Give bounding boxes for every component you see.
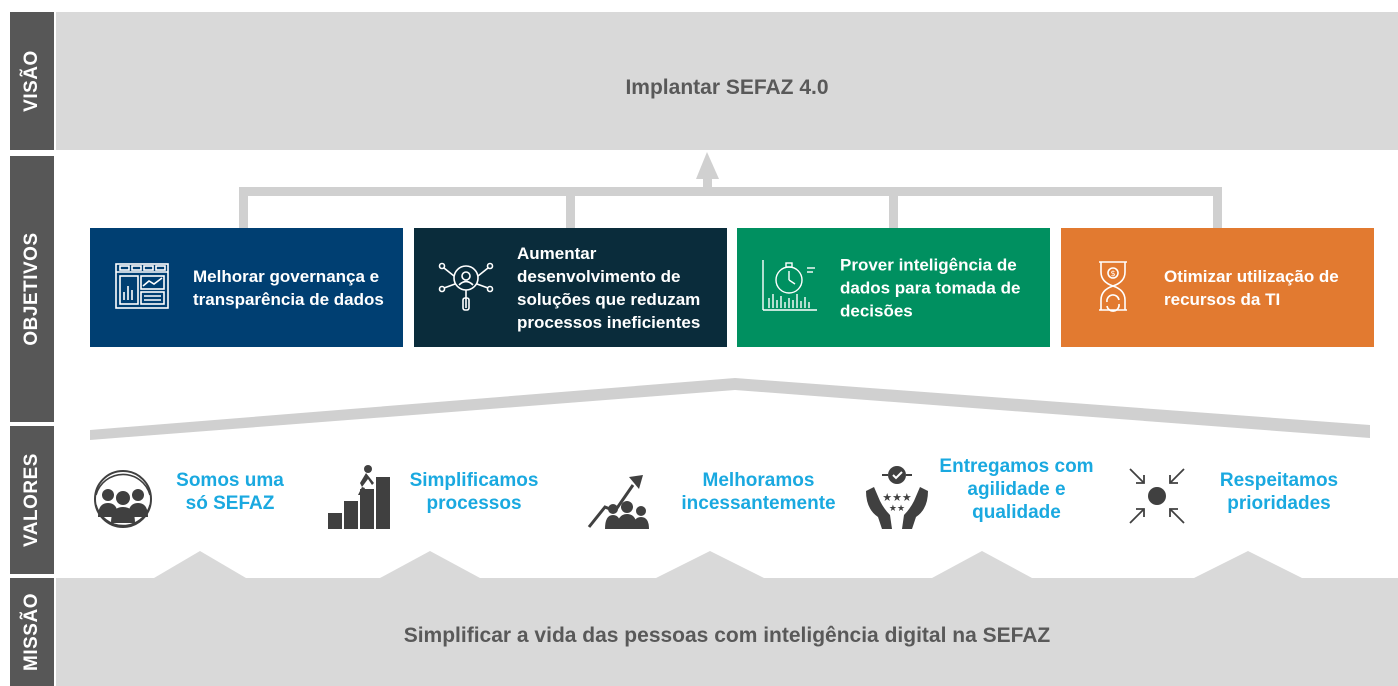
value-item-2: Simplificamos processos xyxy=(324,455,554,545)
vision-band: Implantar SEFAZ 4.0 xyxy=(56,12,1398,150)
hourglass-money-icon: $ xyxy=(1099,261,1127,312)
side-label-valores: VALORES xyxy=(10,426,54,574)
mission-text: Simplificar a vida das pessoas com intel… xyxy=(403,624,1051,647)
objective-card-2: Aumentar desenvolvimento de soluções que… xyxy=(414,228,727,347)
objective-label-3: Prover inteligência de dados para tomada… xyxy=(840,255,1021,320)
svg-text:$: $ xyxy=(1110,269,1115,278)
mission-band: Simplificar a vida das pessoas com intel… xyxy=(56,578,1398,686)
objective-card-1: Melhorar governança e transparência de d… xyxy=(90,228,403,347)
growth-team-icon xyxy=(587,475,649,529)
svg-text:★★: ★★ xyxy=(889,504,905,514)
dashboard-icon xyxy=(115,263,169,309)
value-label-4: Entregamos com agilidade e qualidade xyxy=(939,456,1094,523)
team-cycle-icon xyxy=(94,470,152,528)
value-item-3: Melhoramos incessantemente xyxy=(585,455,850,545)
objective-connector-lines xyxy=(239,178,1222,229)
value-item-4: ★★★ ★★ Entregamos com agilidade e qualid… xyxy=(862,455,1102,545)
value-item-1: Somos uma só SEFAZ xyxy=(88,455,303,545)
svg-text:★★★: ★★★ xyxy=(882,491,912,504)
arrow-up-icon xyxy=(696,152,719,179)
mission-chevrons xyxy=(154,551,1302,578)
vision-text: Implantar SEFAZ 4.0 xyxy=(625,76,829,99)
focus-arrows-icon xyxy=(1129,468,1185,524)
stopwatch-chart-icon xyxy=(762,260,817,311)
value-label-5: Respeitamos prioridades xyxy=(1219,470,1339,514)
side-label-objetivos: OBJETIVOS xyxy=(10,156,54,422)
values-roof xyxy=(90,378,1370,440)
objective-label-4: Otimizar utilização de recursos da TI xyxy=(1164,266,1339,309)
value-label-2: Simplificamos processos xyxy=(409,470,539,514)
objective-label-2: Aumentar desenvolvimento de soluções que… xyxy=(517,243,701,332)
objective-card-3: Prover inteligência de dados para tomada… xyxy=(737,228,1050,347)
side-label-missao: MISSÃO xyxy=(10,578,54,686)
side-label-visao: VISÃO xyxy=(10,12,54,150)
value-label-3: Melhoramos incessantemente xyxy=(681,470,836,514)
value-item-5: Respeitamos prioridades xyxy=(1122,455,1362,545)
value-label-1: Somos uma só SEFAZ xyxy=(176,470,284,514)
objective-card-4: $ Otimizar utilização de recursos da TI xyxy=(1061,228,1374,347)
magnifier-network-icon xyxy=(438,262,494,311)
objective-label-1: Melhorar governança e transparência de d… xyxy=(193,266,384,309)
hands-quality-icon: ★★★ ★★ xyxy=(866,466,928,529)
climbing-steps-icon xyxy=(328,465,390,529)
